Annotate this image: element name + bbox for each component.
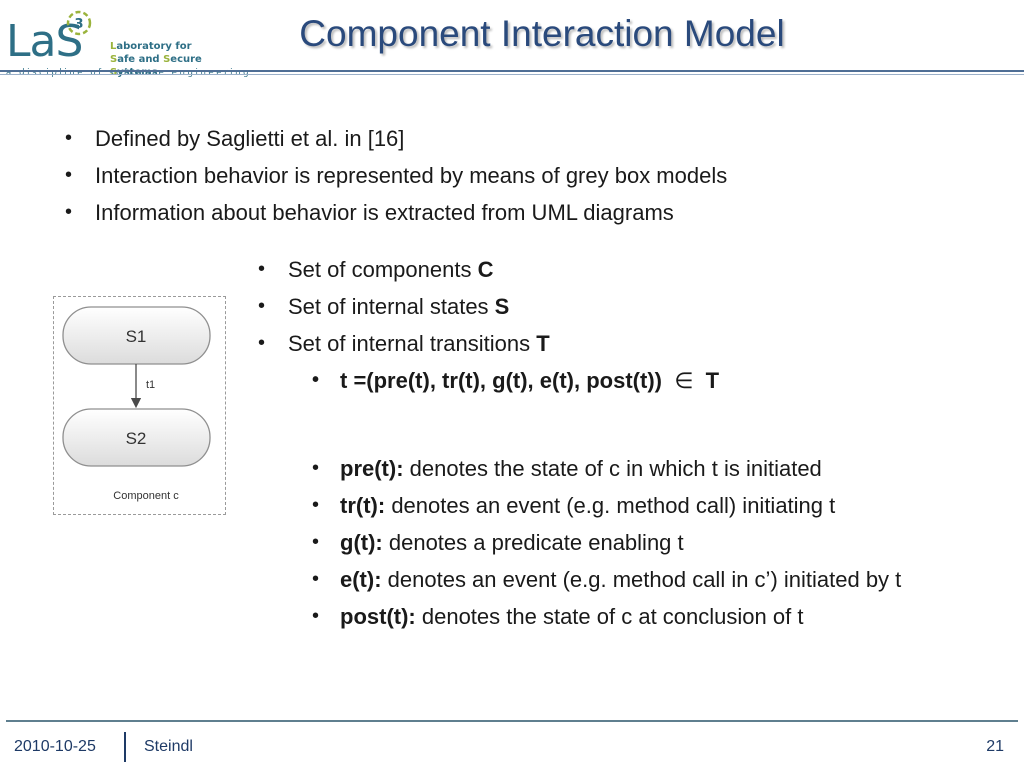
- page-number: 21: [986, 738, 1004, 755]
- definition-term: post(t):: [340, 604, 416, 629]
- logo: LaS 3 Laboratory for Safe and Secure Sys…: [6, 4, 249, 80]
- list-item: tr(t): denotes an event (e.g. method cal…: [312, 487, 901, 524]
- footer-separator: [124, 732, 126, 762]
- logo-text: ecure: [170, 54, 202, 65]
- set-symbol: T: [536, 331, 550, 356]
- footer-author: Steindl: [144, 738, 193, 755]
- state-s2-label: S2: [126, 429, 147, 448]
- definition-term: pre(t):: [340, 456, 404, 481]
- page-title: Component Interaction Model: [299, 13, 785, 54]
- logo-text: afe and: [117, 54, 164, 65]
- definition-term: tr(t):: [340, 493, 386, 518]
- set-label: Set of internal transitions: [288, 331, 537, 356]
- formula-set: T: [705, 368, 720, 393]
- list-item: Defined by Saglietti et al. in [16]: [65, 120, 727, 157]
- main-bullet-list: Defined by Saglietti et al. in [16] Inte…: [65, 120, 727, 231]
- logo-text: aboratory for: [116, 41, 192, 52]
- logo-letter: S: [110, 67, 118, 78]
- list-item: Set of internal transitions T: [258, 325, 550, 362]
- diagram-caption: Component c: [113, 490, 179, 502]
- list-item: Information about behavior is extracted …: [65, 194, 727, 231]
- list-item: Set of internal states S: [258, 288, 550, 325]
- list-item: post(t): denotes the state of c at concl…: [312, 598, 901, 635]
- list-item: g(t): denotes a predicate enabling t: [312, 524, 901, 561]
- transition-formula-list: t =(pre(t), tr(t), g(t), e(t), post(t)) …: [312, 362, 720, 399]
- set-label: Set of components: [288, 257, 478, 282]
- set-symbol: S: [494, 294, 510, 319]
- set-definition-list: Set of components C Set of internal stat…: [258, 251, 550, 362]
- transition-definition-list: pre(t): denotes the state of c in which …: [312, 450, 902, 635]
- state-diagram: S1 t1 S2 Component c: [53, 296, 226, 515]
- header-divider: [0, 70, 1024, 72]
- list-item: Set of components C: [258, 251, 550, 288]
- state-s1-label: S1: [126, 327, 147, 346]
- definition-text: denotes a predicate enabling t: [382, 530, 684, 555]
- footer-date: 2010-10-25: [14, 738, 96, 755]
- list-item: Interaction behavior is represented by m…: [65, 157, 727, 194]
- state-s2-box: [62, 408, 211, 467]
- logo-badge-number: 3: [74, 17, 83, 32]
- definition-text: denotes the state of c at conclusion of …: [415, 604, 804, 629]
- logo-wordmark: LaS: [6, 16, 83, 67]
- set-symbol: C: [477, 257, 494, 282]
- transition-formula: t =(pre(t), tr(t), g(t), e(t), post(t)) …: [312, 362, 720, 399]
- definition-text: denotes the state of c in which t is ini…: [403, 456, 822, 481]
- definition-term: e(t):: [340, 567, 382, 592]
- header-divider-thin: [0, 74, 1024, 75]
- footer-divider: [6, 720, 1018, 722]
- list-item: e(t): denotes an event (e.g. method call…: [312, 561, 902, 598]
- definition-text: denotes an event (e.g. method call in c’…: [381, 567, 902, 592]
- transition-label: t1: [146, 379, 155, 391]
- definition-text: denotes an event (e.g. method call) init…: [385, 493, 836, 518]
- list-item: pre(t): denotes the state of c in which …: [312, 450, 901, 487]
- logo-letter: L: [110, 41, 117, 52]
- definition-term: g(t):: [340, 530, 383, 555]
- logo-badge-icon: 3: [66, 10, 92, 36]
- set-label: Set of internal states: [288, 294, 495, 319]
- element-of-symbol: ∈: [674, 368, 694, 393]
- formula-tuple: t =(pre(t), tr(t), g(t), e(t), post(t)): [340, 368, 662, 393]
- logo-tagline: a discipline of software engineering: [6, 68, 252, 78]
- state-diagram-canvas: S1 t1 S2 Component c: [62, 306, 211, 502]
- logo-lab-name: Laboratory for Safe and Secure Systems: [110, 40, 246, 79]
- logo-letter: S: [110, 54, 118, 65]
- logo-letter: S: [163, 54, 171, 65]
- logo-text: ystems: [117, 67, 158, 78]
